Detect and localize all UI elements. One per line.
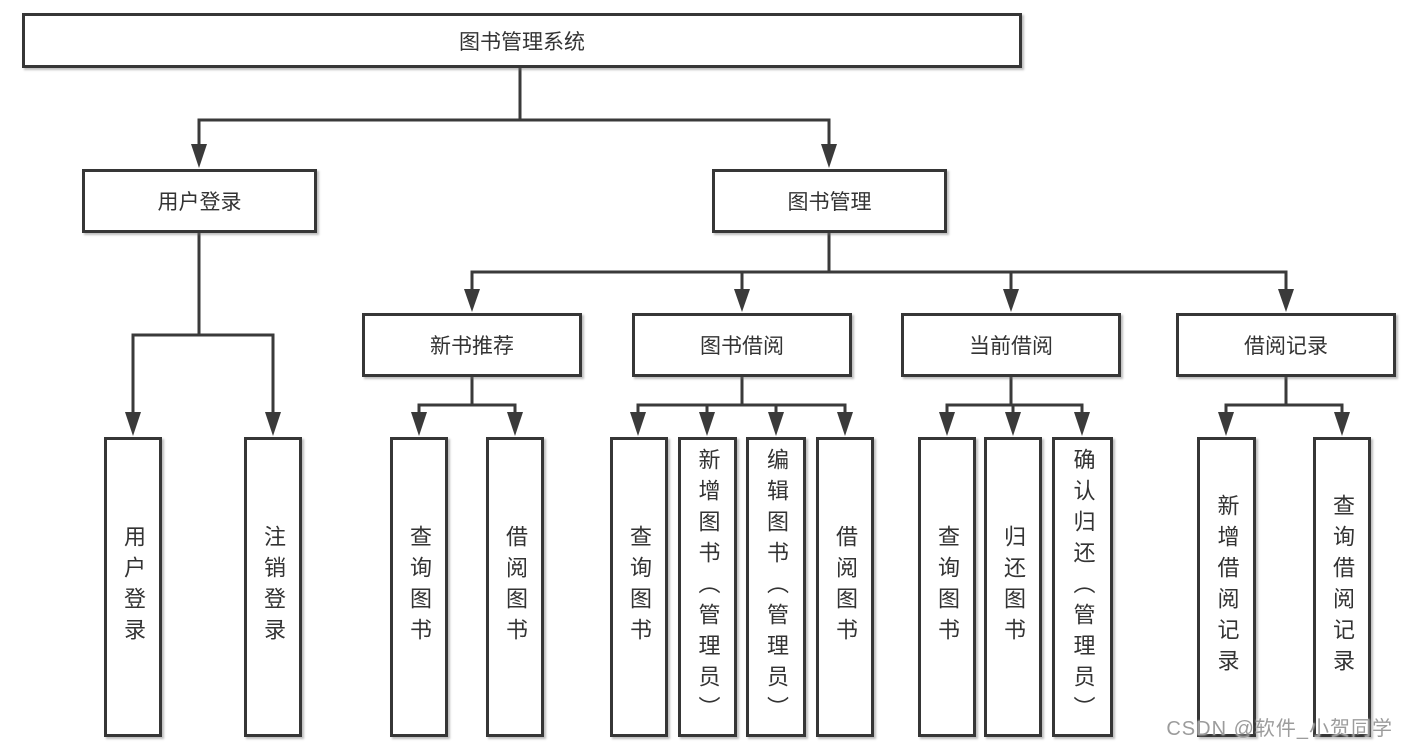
leaf-nb-borrow-books: 借阅图书: [486, 437, 544, 737]
leaf-logout: 注销登录: [244, 437, 302, 737]
leaf-cb-query-books-label: 查询图书: [935, 525, 960, 649]
arrowheads: [125, 144, 1350, 436]
node-book-borrowing: 图书借阅: [632, 313, 852, 377]
leaf-bb-query-books: 查询图书: [610, 437, 668, 737]
leaf-bb-edit-books-admin: 编辑图书（管理员）: [746, 437, 806, 737]
leaf-logout-label: 注销登录: [261, 525, 286, 649]
node-new-book-recommend: 新书推荐: [362, 313, 582, 377]
node-root: 图书管理系统: [22, 13, 1022, 68]
leaf-nb-borrow-books-label: 借阅图书: [503, 525, 528, 649]
leaf-cb-confirm-return-admin-label: 确认归还（管理员）: [1070, 447, 1096, 727]
leaf-bb-borrow-books: 借阅图书: [816, 437, 874, 737]
node-user-login: 用户登录: [82, 169, 317, 233]
leaf-rec-query-record: 查询借阅记录: [1313, 437, 1371, 737]
leaf-bb-add-books-admin: 新增图书（管理员）: [678, 437, 737, 737]
watermark: CSDN @软件_小贺同学: [1166, 718, 1393, 740]
leaf-bb-borrow-books-label: 借阅图书: [833, 525, 858, 649]
leaf-bb-query-books-label: 查询图书: [627, 525, 652, 649]
leaf-rec-add-record: 新增借阅记录: [1197, 437, 1256, 737]
leaf-rec-query-record-label: 查询借阅记录: [1330, 494, 1355, 680]
leaf-bb-edit-books-admin-label: 编辑图书（管理员）: [764, 447, 789, 727]
leaf-cb-return-books-label: 归还图书: [1001, 525, 1026, 649]
leaf-nb-query-books-label: 查询图书: [407, 525, 432, 649]
leaf-cb-return-books: 归还图书: [984, 437, 1042, 737]
node-borrowing-records: 借阅记录: [1176, 313, 1396, 377]
leaf-user-login-label: 用户登录: [121, 525, 146, 649]
leaf-rec-add-record-label: 新增借阅记录: [1214, 494, 1240, 680]
node-book-management: 图书管理: [712, 169, 947, 233]
leaf-cb-query-books: 查询图书: [918, 437, 976, 737]
leaf-nb-query-books: 查询图书: [390, 437, 448, 737]
node-current-borrowing: 当前借阅: [901, 313, 1121, 377]
leaf-cb-confirm-return-admin: 确认归还（管理员）: [1052, 437, 1113, 737]
leaf-bb-add-books-admin-label: 新增图书（管理员）: [695, 447, 721, 727]
leaf-user-login: 用户登录: [104, 437, 162, 737]
